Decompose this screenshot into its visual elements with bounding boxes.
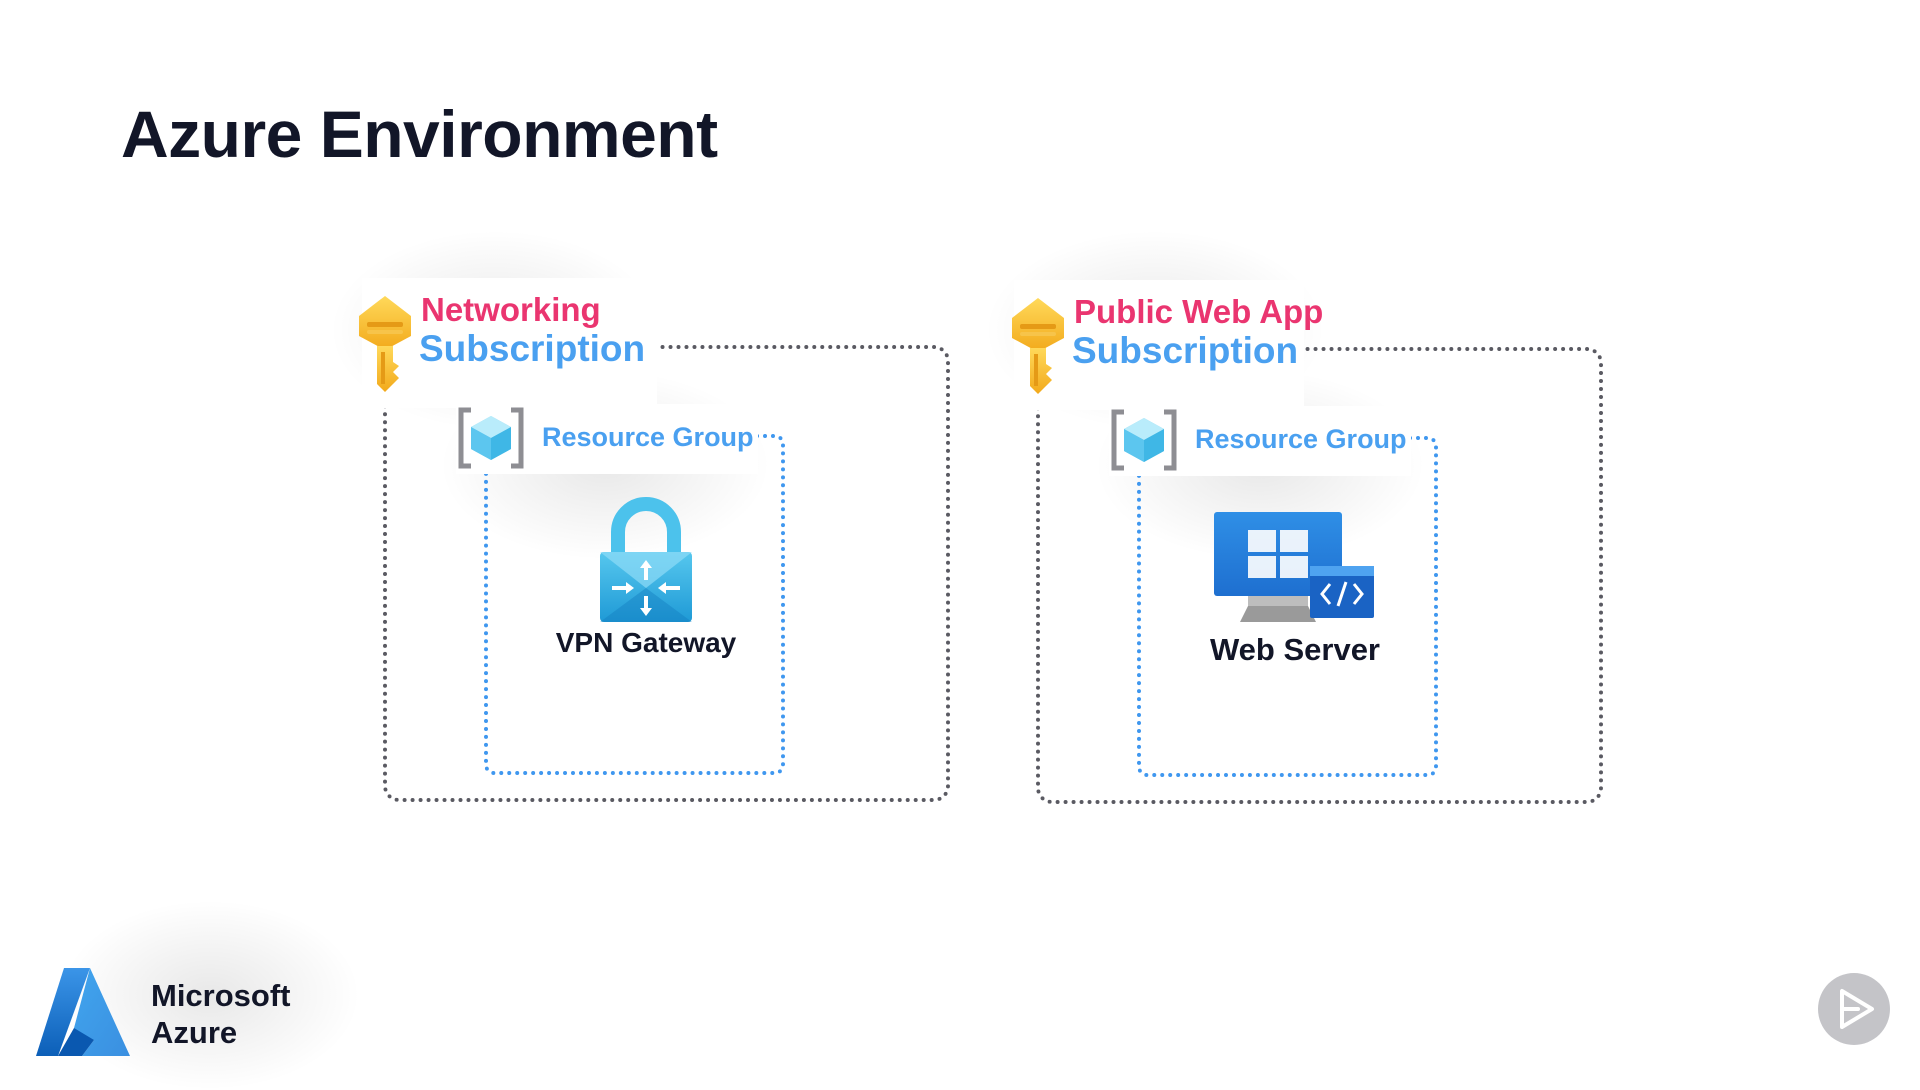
resource-label: VPN Gateway (555, 627, 737, 658)
resource-group-label: Resource Group (1195, 424, 1407, 454)
key-icon (1012, 298, 1064, 394)
play-button[interactable] (1818, 973, 1890, 1045)
resource-group-icon (458, 407, 524, 469)
subscription-border (383, 345, 950, 802)
subscription-label: Subscription (419, 328, 646, 369)
brand-line-1: Microsoft (151, 978, 291, 1013)
brand-name: Microsoft Azure (151, 977, 291, 1051)
play-icon (1840, 989, 1874, 1029)
resource-group-label: Resource Group (542, 422, 754, 452)
resource-label: Web Server (1209, 632, 1380, 667)
resource-group-icon (1111, 409, 1177, 471)
azure-logo-icon (36, 968, 130, 1056)
subscription-label: Subscription (1072, 330, 1299, 371)
key-icon (359, 296, 411, 392)
subscription-border (1036, 347, 1603, 804)
page-title: Azure Environment (121, 97, 718, 171)
subscription-name: Networking (421, 291, 601, 328)
vpn-gateway-icon (600, 497, 692, 622)
brand-line-2: Azure (151, 1015, 238, 1050)
subscription-name: Public Web App (1074, 293, 1324, 330)
web-server-icon (1214, 512, 1374, 622)
